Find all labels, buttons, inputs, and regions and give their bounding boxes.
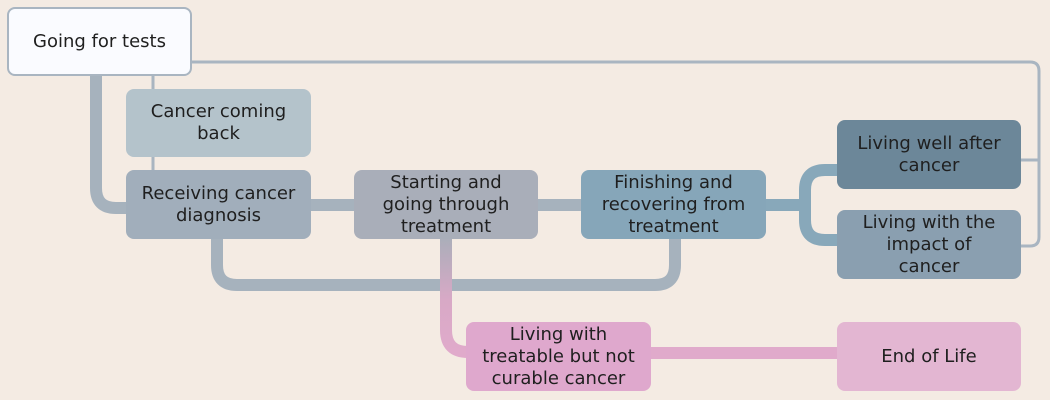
node-treatable-not-curable[interactable]: Living with treatable but not curable ca… <box>466 322 651 391</box>
node-living-with-impact-label: Living with the impact of cancer <box>862 211 996 277</box>
node-starting-treatment[interactable]: Starting and going through treatment <box>354 170 538 239</box>
node-treatable-not-curable-label: Living with treatable but not curable ca… <box>482 323 635 389</box>
connector-tests-to-after-cancer <box>183 60 1041 248</box>
node-living-well[interactable]: Living well after cancer <box>837 120 1021 189</box>
node-starting-treatment-label: Starting and going through treatment <box>382 171 510 237</box>
node-finishing-treatment-label: Finishing and recovering from treatment <box>601 171 746 237</box>
node-going-for-tests-label: Going for tests <box>33 30 166 52</box>
node-going-for-tests[interactable]: Going for tests <box>7 7 192 76</box>
connector-branch-living-well <box>799 164 846 246</box>
node-cancer-coming-back[interactable]: Cancer coming back <box>126 89 311 157</box>
node-receiving-diagnosis-label: Receiving cancer diagnosis <box>141 182 296 226</box>
node-end-of-life-label: End of Life <box>881 345 977 367</box>
connector-tests-to-diagnosis <box>90 70 136 214</box>
node-finishing-treatment[interactable]: Finishing and recovering from treatment <box>581 170 766 239</box>
node-receiving-diagnosis[interactable]: Receiving cancer diagnosis <box>126 170 311 239</box>
node-end-of-life[interactable]: End of Life <box>837 322 1021 391</box>
node-living-well-label: Living well after cancer <box>857 132 1001 176</box>
node-living-with-impact[interactable]: Living with the impact of cancer <box>837 210 1021 279</box>
node-cancer-coming-back-label: Cancer coming back <box>150 101 287 144</box>
